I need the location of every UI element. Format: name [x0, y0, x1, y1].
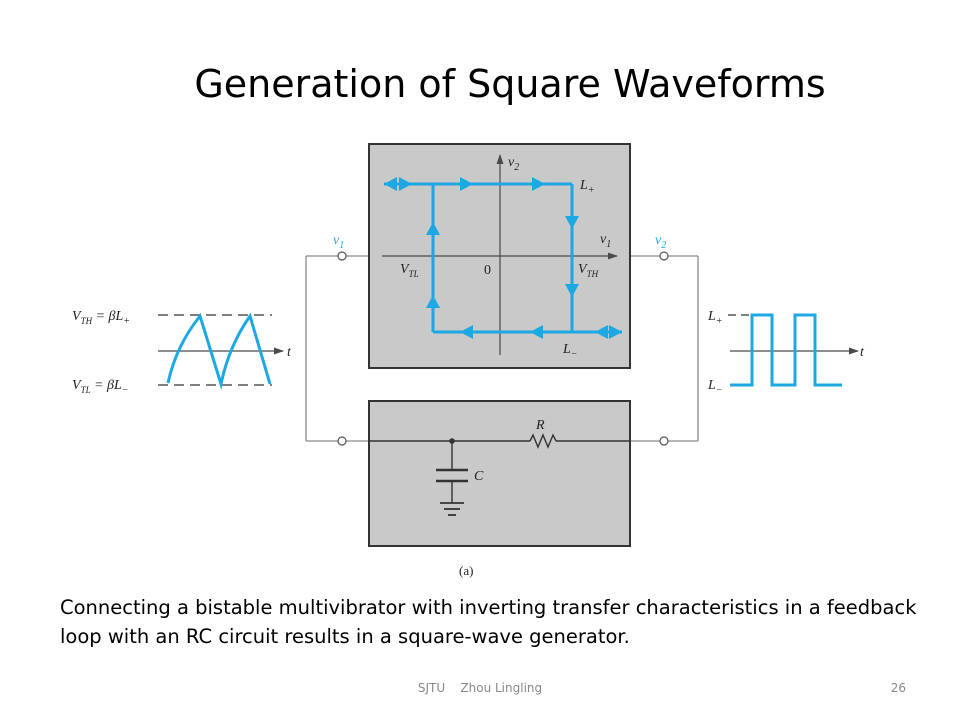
upper-level-label: L+: [579, 178, 595, 196]
slide-title: Generation of Square Waveforms: [194, 62, 826, 106]
input-lower-label: VTL = βL−: [72, 378, 129, 396]
lower-level-label: L−: [562, 342, 578, 360]
output-lower-label: L−: [707, 378, 723, 396]
resistor-symbol: [529, 433, 557, 449]
rc-network-wiring: [369, 433, 630, 516]
high-threshold-label: VTH: [578, 262, 599, 279]
output-terminal-label: v2: [655, 233, 666, 251]
input-upper-label: VTH = βL+: [72, 309, 130, 327]
resistor-label: R: [535, 418, 545, 433]
input-waveform-plot: [158, 312, 284, 390]
output-time-label: t: [860, 345, 865, 360]
low-threshold-label: VTL: [400, 262, 419, 279]
output-square-trace: [730, 313, 842, 387]
footer-credit: SJTU Zhou Lingling: [0, 681, 960, 695]
output-upper-label: L+: [707, 309, 723, 327]
terminal-circles: [337, 251, 669, 446]
capacitor-label: C: [474, 469, 484, 484]
input-time-label: t: [287, 345, 292, 360]
origin-label: 0: [484, 263, 491, 278]
page-number: 26: [890, 681, 906, 695]
slide-caption: Connecting a bistable multivibrator with…: [60, 596, 917, 648]
hysteresis-arrows: [384, 177, 622, 339]
junction-dot: [449, 438, 455, 444]
footer-institution: SJTU: [417, 681, 446, 695]
y-axis-label: v2: [508, 155, 519, 173]
output-waveform-plot: [728, 313, 859, 387]
footer-author: Zhou Lingling: [460, 681, 543, 695]
feedback-wires: [305, 255, 699, 442]
figure-label: (a): [459, 563, 473, 578]
input-terminal-label: v1: [333, 233, 344, 251]
x-axis-label: v1: [600, 232, 611, 250]
rc-network-box: [368, 400, 631, 547]
input-exponential-trace: [166, 312, 272, 390]
